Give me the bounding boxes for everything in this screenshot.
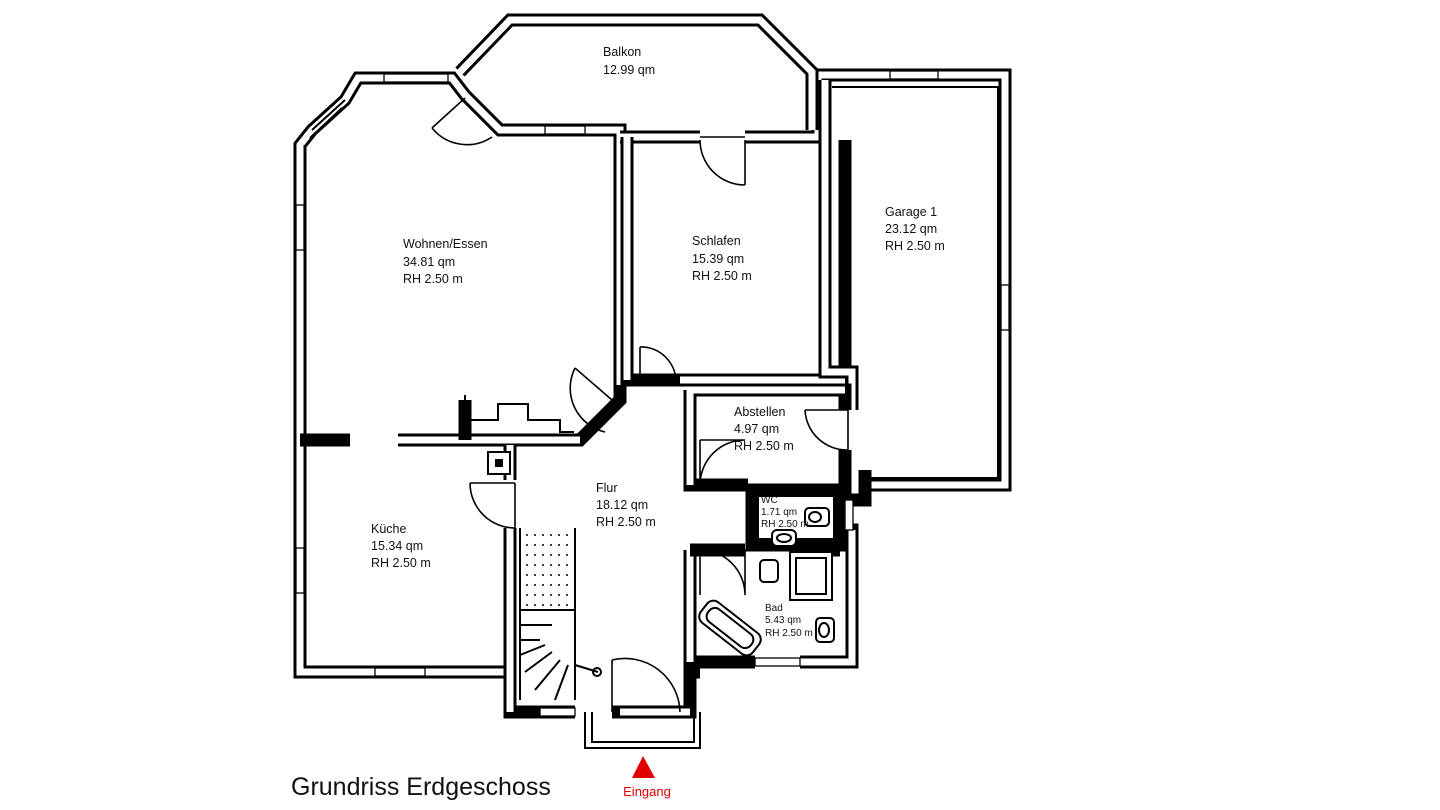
kueche-area: 15.34 qm: [371, 539, 423, 553]
balcony-outline: [455, 13, 819, 130]
stair-dot: [558, 544, 560, 546]
stair-dot: [542, 554, 544, 556]
stair-dot: [526, 594, 528, 596]
stair-dot: [550, 594, 552, 596]
stair-dot: [550, 574, 552, 576]
wohnen-height: RH 2.50 m: [403, 272, 463, 286]
stair-dot: [550, 584, 552, 586]
stair-dot: [550, 544, 552, 546]
stair-dot: [534, 574, 536, 576]
windows: [295, 70, 1010, 717]
stair-dot: [558, 574, 560, 576]
garage-height: RH 2.50 m: [885, 239, 945, 253]
wohnen-name: Wohnen/Essen: [403, 237, 488, 251]
stair-dot: [534, 604, 536, 606]
kueche-name: Küche: [371, 522, 406, 536]
stair-dot: [526, 604, 528, 606]
staircase: [519, 528, 602, 701]
bad-height: RH 2.50 m: [765, 628, 813, 639]
stair-dot: [542, 544, 544, 546]
stair-dot: [566, 574, 568, 576]
flur-name: Flur: [596, 481, 618, 495]
garage-area: 23.12 qm: [885, 222, 937, 236]
stair-dot: [558, 554, 560, 556]
wohnen-area: 34.81 qm: [403, 255, 455, 269]
wc-area: 1.71 qm: [761, 507, 797, 518]
stair-dot: [534, 534, 536, 536]
stair-dot: [534, 564, 536, 566]
wc-name: WC: [761, 495, 778, 506]
stair-dot: [526, 574, 528, 576]
garage-name: Garage 1: [885, 205, 937, 219]
stair-dot: [542, 534, 544, 536]
stair-dot: [542, 594, 544, 596]
stair-dot: [534, 554, 536, 556]
stair-dot: [526, 564, 528, 566]
stair-dot: [526, 584, 528, 586]
abstellen-area: 4.97 qm: [734, 422, 779, 436]
stair-dot: [534, 544, 536, 546]
stair-dot: [542, 584, 544, 586]
abstellen-height: RH 2.50 m: [734, 439, 794, 453]
stair-dot: [534, 584, 536, 586]
stair-dot: [566, 584, 568, 586]
stair-dot: [566, 594, 568, 596]
balkon-area: 12.99 qm: [603, 63, 655, 77]
flur-area: 18.12 qm: [596, 498, 648, 512]
bad-name: Bad: [765, 603, 783, 614]
stair-dot: [566, 564, 568, 566]
doors: [431, 97, 849, 749]
stair-dot: [534, 594, 536, 596]
stair-dot: [550, 554, 552, 556]
stair-dot: [566, 604, 568, 606]
stair-dot: [542, 564, 544, 566]
stair-dot: [558, 594, 560, 596]
stair-dot: [566, 544, 568, 546]
stair-dot: [566, 554, 568, 556]
stair-dot: [542, 604, 544, 606]
stair-dot: [566, 534, 568, 536]
stair-dot: [550, 534, 552, 536]
stair-dot: [558, 534, 560, 536]
bad-area: 5.43 qm: [765, 615, 801, 626]
kueche-height: RH 2.50 m: [371, 556, 431, 570]
stair-dot: [558, 564, 560, 566]
stair-dot: [542, 574, 544, 576]
sanitary-fixtures: [698, 507, 835, 657]
stair-dot: [526, 544, 528, 546]
walls: [293, 68, 1012, 719]
schlafen-height: RH 2.50 m: [692, 269, 752, 283]
stair-dot: [550, 564, 552, 566]
wc-height: RH 2.50 m: [761, 519, 809, 530]
schlafen-name: Schlafen: [692, 234, 741, 248]
schlafen-area: 15.39 qm: [692, 252, 744, 266]
stair-dot: [558, 604, 560, 606]
garage-inner: [832, 86, 999, 479]
entrance-arrow-icon: [632, 756, 655, 778]
abstellen-name: Abstellen: [734, 405, 785, 419]
stair-dot: [526, 554, 528, 556]
balkon-name: Balkon: [603, 45, 641, 59]
stair-dot: [558, 584, 560, 586]
stair-dot: [550, 604, 552, 606]
entrance-label: Eingang: [623, 784, 671, 799]
flur-height: RH 2.50 m: [596, 515, 656, 529]
plan-title: Grundriss Erdgeschoss: [291, 773, 551, 801]
stair-dot: [526, 534, 528, 536]
